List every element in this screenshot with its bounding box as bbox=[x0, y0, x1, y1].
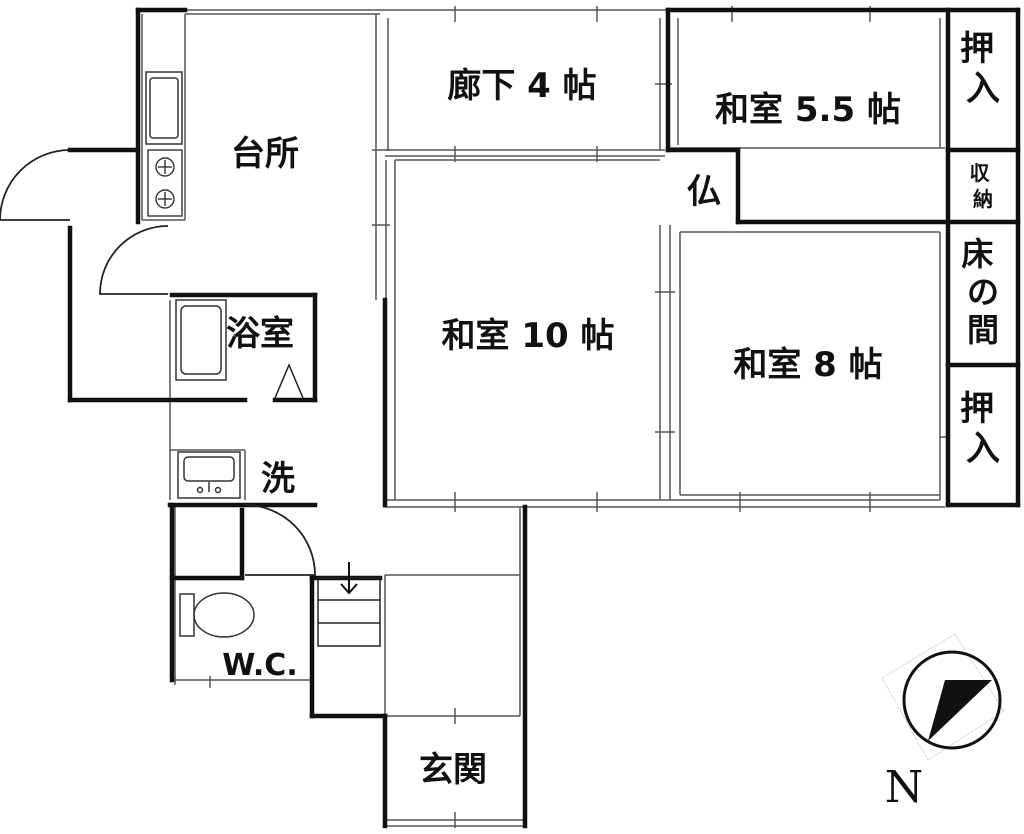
vertical-label-char: 間 bbox=[967, 311, 999, 349]
sink-icon bbox=[145, 71, 183, 145]
vertical-label-char: 押 bbox=[960, 29, 994, 69]
washitsu-10-label: 和室 10 帖 bbox=[442, 316, 615, 356]
vertical-label-char: 入 bbox=[966, 429, 1000, 469]
compass-label: N bbox=[885, 762, 924, 813]
tokonoma-label: 床 の間 bbox=[961, 235, 1004, 349]
north-arrow-icon bbox=[881, 633, 1005, 761]
vertical-label-char: 入 bbox=[966, 69, 1000, 109]
entrance-label: 玄関 bbox=[419, 750, 487, 790]
butsudan-label: 仏 bbox=[687, 172, 721, 212]
vertical-label-char: の bbox=[967, 273, 999, 311]
thick-walls bbox=[67, 7, 1021, 829]
oshiire-top-label: 押 入 bbox=[960, 29, 1006, 109]
door-swings bbox=[0, 149, 316, 576]
room-labels: 台所 廊下 4 帖 和室 5.5 帖 仏 和室 10 帖 和室 8 帖 浴室 洗… bbox=[222, 29, 1006, 813]
vertical-label-char: 床 bbox=[961, 235, 993, 273]
kitchen-label: 台所 bbox=[231, 134, 299, 174]
shuno-label: 収 納 bbox=[970, 161, 997, 211]
vertical-label-char: 収 bbox=[970, 161, 991, 185]
washroom-label: 洗 bbox=[261, 459, 295, 499]
vertical-label-char: 押 bbox=[960, 389, 994, 429]
bath-door-icon bbox=[274, 363, 304, 399]
wash-basin-icon bbox=[177, 451, 241, 499]
bath-label: 浴室 bbox=[226, 314, 294, 354]
stove-icon bbox=[147, 149, 183, 217]
vertical-label-char: 納 bbox=[973, 187, 993, 211]
oshiire-bottom-label: 押 入 bbox=[960, 389, 1006, 469]
stairs-arrow-icon bbox=[340, 562, 358, 595]
washitsu-8-label: 和室 8 帖 bbox=[733, 345, 882, 385]
hallway-label: 廊下 4 帖 bbox=[447, 66, 596, 106]
washitsu-5-5-label: 和室 5.5 帖 bbox=[715, 90, 901, 130]
toilet-icon bbox=[179, 592, 255, 638]
toilet-label: W.C. bbox=[222, 648, 297, 683]
bathtub-icon bbox=[175, 299, 227, 381]
